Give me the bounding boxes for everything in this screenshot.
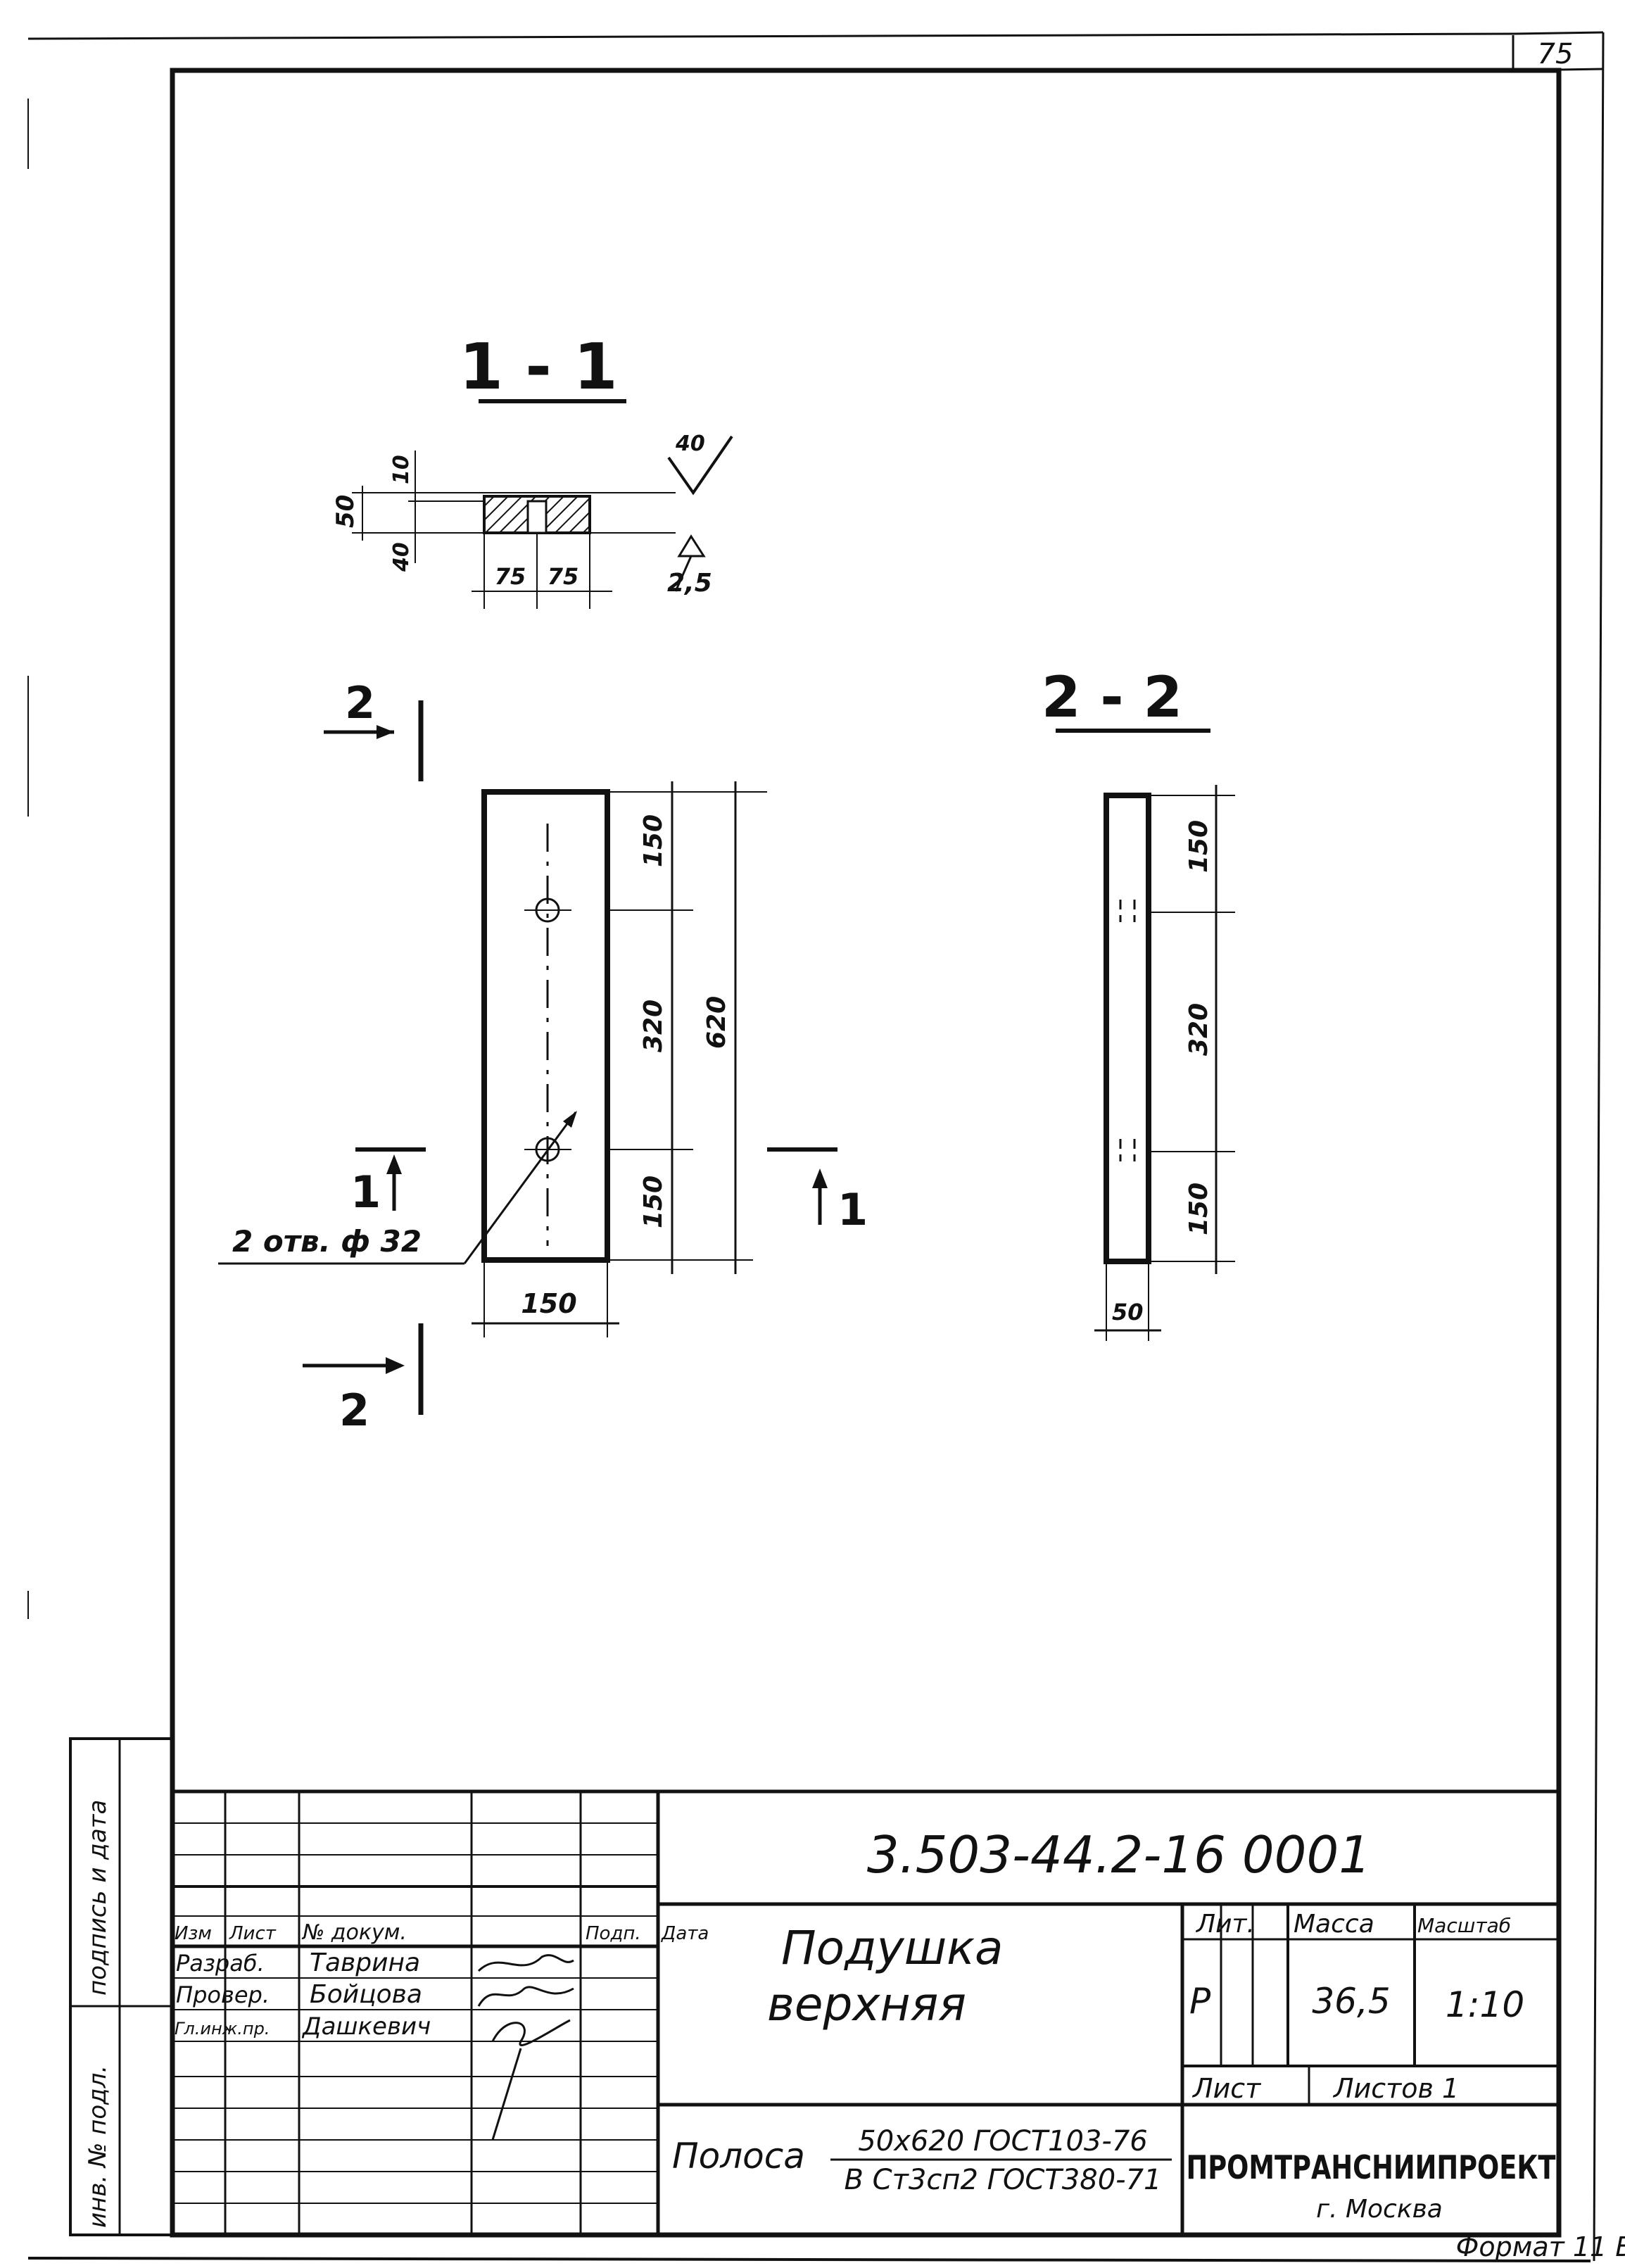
cut-marker-1-right-label: 1 — [837, 1184, 868, 1235]
section-1-1-dim-total: 50 — [331, 495, 360, 528]
name-checker: Бойцова — [310, 1980, 422, 2009]
cut-marker-2-top-label: 2 — [345, 677, 375, 729]
sheet-number-box: 75 — [1512, 35, 1604, 72]
roughness-bottom-icon — [674, 534, 706, 592]
role-chief-engineer: Гл.инж.пр. — [175, 2019, 270, 2039]
section-1-1-dim-left: 75 — [495, 563, 526, 590]
role-developer: Разраб. — [176, 1950, 265, 1977]
material-top: 50х620 ГОСТ103-76 — [858, 2125, 1147, 2157]
plan-plate-outline — [481, 789, 610, 1263]
scale-value: 1:10 — [1446, 1984, 1524, 2025]
doc-code: 3.503-44.2-16 0001 — [867, 1825, 1371, 1884]
header-sign: Подп. — [586, 1923, 641, 1944]
plan-dim-width: 150 — [521, 1288, 576, 1319]
section-2-2-dim-bottom: 150 — [1184, 1183, 1213, 1235]
plan-view: 150 320 150 620 150 2 отв. ф 32 — [218, 781, 767, 1337]
plan-dim-bottom: 150 — [639, 1176, 668, 1228]
cut-marker-1-left-label: 1 — [350, 1166, 381, 1218]
section-1-1-dim-bottom: 40 — [389, 542, 414, 572]
title-line-2: верхняя — [767, 1977, 966, 2031]
org-name: ПРОМТРАНСНИИПРОЕКТ — [1187, 2148, 1556, 2186]
format-label: Формат 11 В — [1456, 2231, 1625, 2262]
cut-marker-2-bottom: 2 — [303, 1323, 424, 1436]
section-2-2-title: 2 - 2 — [1042, 664, 1182, 730]
sheet-border — [27, 31, 1605, 2262]
material-bottom: В Ст3сп2 ГОСТ380-71 — [845, 2164, 1162, 2196]
hole-note: 2 отв. ф 32 — [232, 1224, 422, 1259]
header-doc: № докум. — [301, 1920, 407, 1945]
header-izm: Изм — [175, 1923, 212, 1944]
section-2-2: 2 - 2 150 320 150 50 — [1042, 664, 1235, 1341]
signatures — [477, 1954, 574, 2141]
section-1-1-title: 1 - 1 — [459, 330, 617, 404]
lit-value: Р — [1189, 1981, 1211, 2022]
side-label-sign: подпись и дата — [84, 1800, 112, 1996]
title-line-1: Подушка — [781, 1921, 1003, 1975]
section-1-1-dim-right: 75 — [548, 563, 579, 590]
cut-marker-1-left: 1 — [350, 1147, 426, 1218]
section-2-2-dim-top: 150 — [1184, 820, 1213, 873]
plan-dim-middle: 320 — [639, 1000, 668, 1052]
scale-label: Масштаб — [1417, 1914, 1511, 1937]
role-checker: Провер. — [176, 1982, 270, 2008]
sheets-label: Листов 1 — [1332, 2073, 1459, 2104]
section-1-1-dim-top: 10 — [389, 455, 414, 484]
sheet-label: Лист — [1191, 2073, 1262, 2104]
lit-label: Лит. — [1195, 1910, 1255, 1939]
section-2-2-dim-middle: 320 — [1184, 1003, 1213, 1056]
section-1-1: 1 - 1 50 10 40 75 75 40 2,5 — [331, 330, 733, 609]
plan-dim-top: 150 — [639, 814, 668, 867]
roughness-top-value: 40 — [675, 431, 705, 456]
cut-marker-2-bottom-label: 2 — [339, 1385, 369, 1436]
mass-label: Масса — [1294, 1910, 1374, 1939]
header-date: Дата — [661, 1923, 709, 1944]
name-developer: Таврина — [310, 1948, 420, 1977]
side-label-inv: инв. № подл. — [84, 2065, 112, 2228]
title-block — [172, 1789, 1559, 2235]
roughness-top-icon — [667, 435, 733, 496]
material-prefix: Полоса — [672, 2136, 805, 2176]
section-2-2-outline — [1104, 793, 1151, 1264]
cut-marker-2-top: 2 — [324, 677, 424, 781]
roughness-bottom-value: 2,5 — [667, 569, 712, 598]
org-city: г. Москва — [1316, 2195, 1443, 2224]
header-list: Лист — [229, 1923, 277, 1944]
section-2-2-dim-width: 50 — [1112, 1299, 1144, 1325]
plan-dim-overall: 620 — [702, 996, 731, 1049]
sheet-number: 75 — [1538, 38, 1574, 70]
name-chief-engineer: Дашкевич — [301, 2012, 431, 2041]
mass-value: 36,5 — [1312, 1981, 1390, 2022]
drawing-frame — [170, 68, 1562, 2238]
cut-marker-1-right: 1 — [767, 1147, 868, 1235]
binding-strip — [69, 1737, 174, 2236]
